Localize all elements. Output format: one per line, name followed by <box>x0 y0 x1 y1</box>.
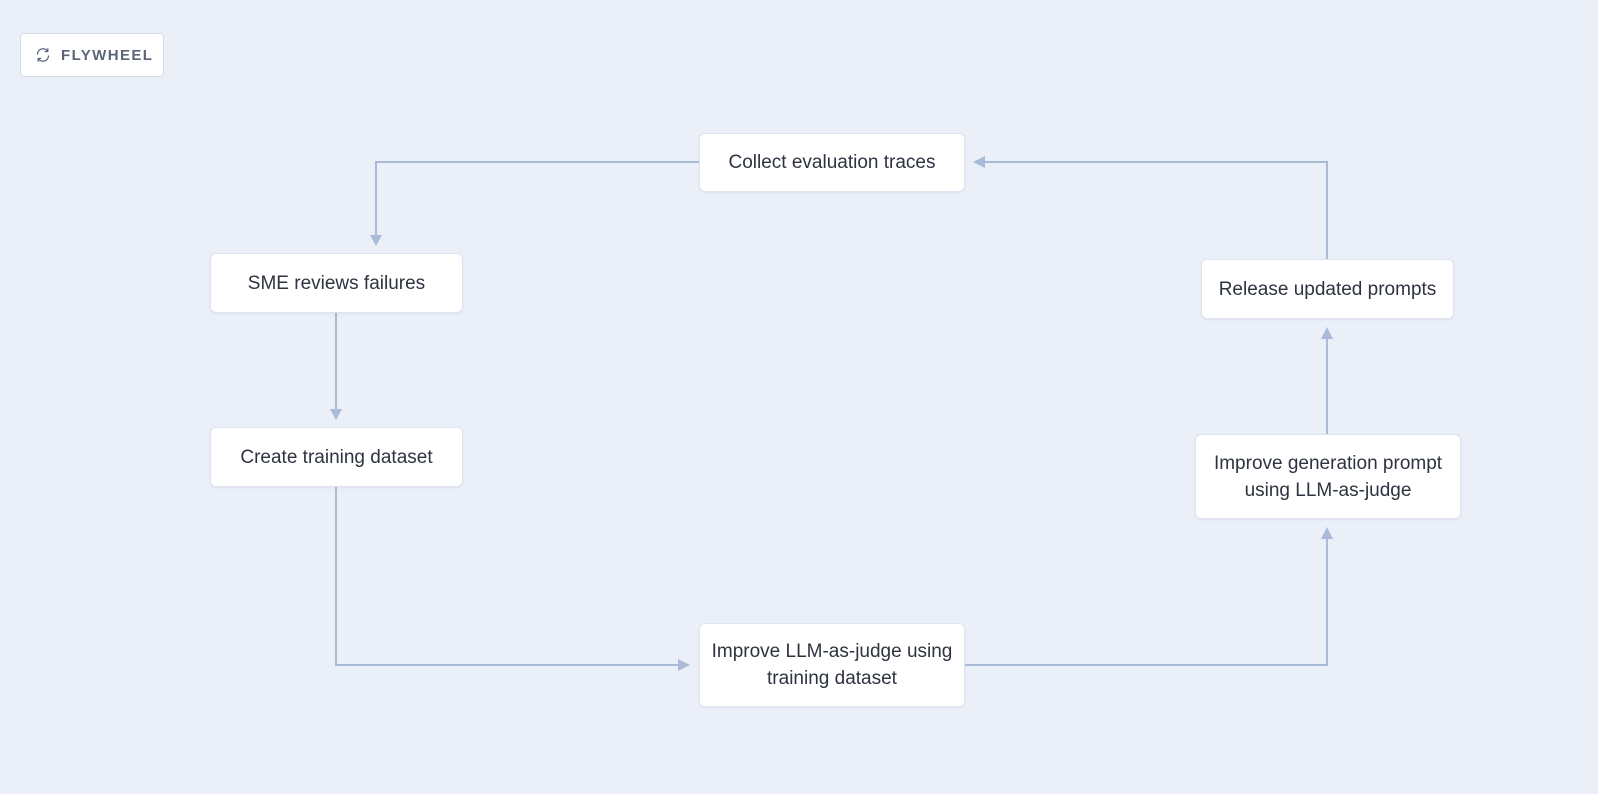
arrowhead-collect <box>973 156 985 168</box>
arrowhead-improve-prompt <box>1321 527 1333 539</box>
node-sme-reviews-failures: SME reviews failures <box>210 253 463 313</box>
badge-label: FLYWHEEL <box>61 46 154 64</box>
flywheel-badge: FLYWHEEL <box>20 33 164 77</box>
node-label: Improve generation prompt using LLM-as-j… <box>1213 452 1443 501</box>
arrowhead-release <box>1321 327 1333 339</box>
edge-release-to-collect <box>982 161 1328 259</box>
node-label: SME reviews failures <box>247 272 426 294</box>
edge-improve-judge-to-improve-prompt <box>965 537 1328 666</box>
arrowhead-create <box>330 409 342 420</box>
node-improve-generation-prompt: Improve generation prompt using LLM-as-j… <box>1195 434 1461 519</box>
refresh-icon <box>35 47 51 63</box>
node-label: Improve LLM-as-judge using training data… <box>711 641 953 689</box>
arrowhead-sme <box>370 235 382 246</box>
node-label: Create training dataset <box>240 446 433 468</box>
node-release-updated-prompts: Release updated prompts <box>1201 259 1454 319</box>
node-improve-llm-as-judge: Improve LLM-as-judge using training data… <box>699 623 965 707</box>
edge-create-to-improve-judge <box>335 487 680 666</box>
node-label: Collect evaluation traces <box>728 152 936 173</box>
node-collect-evaluation-traces: Collect evaluation traces <box>699 133 965 192</box>
edge-collect-to-sme <box>375 161 699 236</box>
node-create-training-dataset: Create training dataset <box>210 427 463 487</box>
arrowhead-improve-judge <box>678 659 690 671</box>
node-label: Release updated prompts <box>1218 278 1437 300</box>
